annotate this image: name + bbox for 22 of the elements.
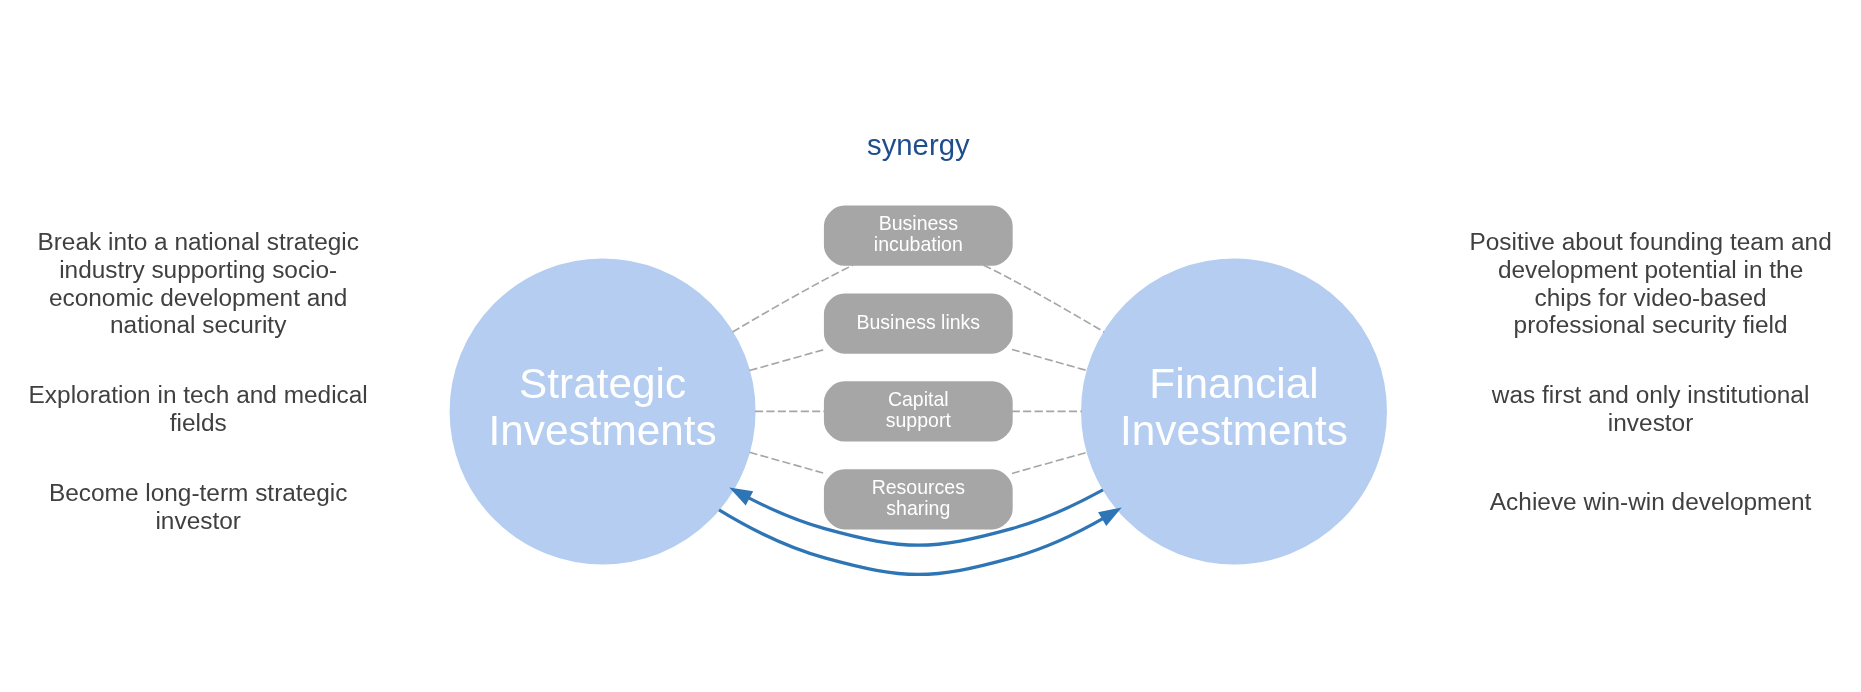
connector (1011, 450, 1088, 474)
arrow (729, 487, 1104, 547)
connector (731, 263, 854, 333)
label: was first and only institutional investor (1491, 380, 1810, 436)
connector (1011, 348, 1088, 371)
node-box: Business links (823, 292, 1013, 354)
connector (982, 263, 1105, 333)
connector (1011, 410, 1083, 412)
node-circle: Financial Investments (1081, 257, 1387, 564)
label: synergy (867, 127, 970, 161)
node-box: Resources sharing (823, 468, 1013, 529)
connector (748, 450, 826, 474)
label: Exploration in tech and medical fields (28, 380, 368, 436)
node-box: Capital support (823, 380, 1013, 442)
arrow (718, 506, 1122, 576)
label: Become long-term strategic investor (48, 478, 348, 534)
connector (754, 410, 826, 412)
label: Positive about founding team and development potential in the chips for video-based professional security field (1469, 227, 1832, 338)
label: Achieve win-win development (1489, 487, 1812, 515)
connector (748, 348, 826, 371)
label: Break into a national strategic industry supporting socio-economic development and national security (37, 227, 359, 338)
node-box: Business incubation (823, 205, 1013, 266)
